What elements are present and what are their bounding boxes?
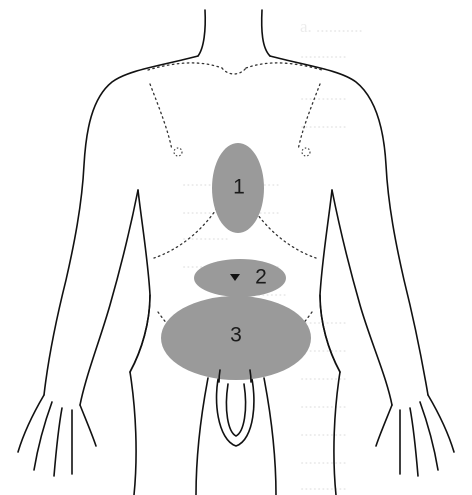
- torso-right-overlay: [320, 295, 340, 372]
- region-3-label: 3: [230, 324, 242, 347]
- svg-text:...........: ...........: [182, 225, 229, 244]
- left-leg-outer: [130, 372, 136, 495]
- region-2-label: 2: [255, 266, 267, 289]
- right-clavicle: [246, 63, 322, 70]
- torso-left-overlay: [130, 295, 150, 372]
- region-2-ellipse: [194, 259, 286, 297]
- left-leg-inner: [196, 378, 208, 495]
- left-nipple: [174, 148, 182, 156]
- svg-text:...........: ...........: [300, 393, 347, 412]
- svg-text:a. ...........: a. ...........: [300, 17, 363, 36]
- right-hand: [376, 395, 454, 476]
- neck-left: [198, 10, 205, 56]
- svg-text:...........: ...........: [300, 113, 347, 132]
- left-arm-inner: [80, 190, 138, 405]
- sternal-notch: [222, 68, 246, 74]
- svg-text:...........: ...........: [300, 421, 347, 440]
- svg-text:...........: ...........: [300, 43, 347, 62]
- left-clavicle: [148, 63, 222, 70]
- bleed-through-text: a. ........... ........... ........... .…: [182, 17, 363, 494]
- neck-right: [262, 10, 270, 56]
- region-1-label: 1: [233, 176, 245, 199]
- right-leg-inner: [264, 378, 276, 495]
- svg-text:...........: ...........: [300, 85, 347, 104]
- left-hand: [18, 395, 96, 476]
- right-nipple: [302, 148, 310, 156]
- left-pectoral: [150, 84, 172, 150]
- svg-text:...........: ...........: [300, 449, 347, 468]
- genital-inner: [226, 384, 245, 436]
- svg-text:...........: ...........: [300, 475, 347, 494]
